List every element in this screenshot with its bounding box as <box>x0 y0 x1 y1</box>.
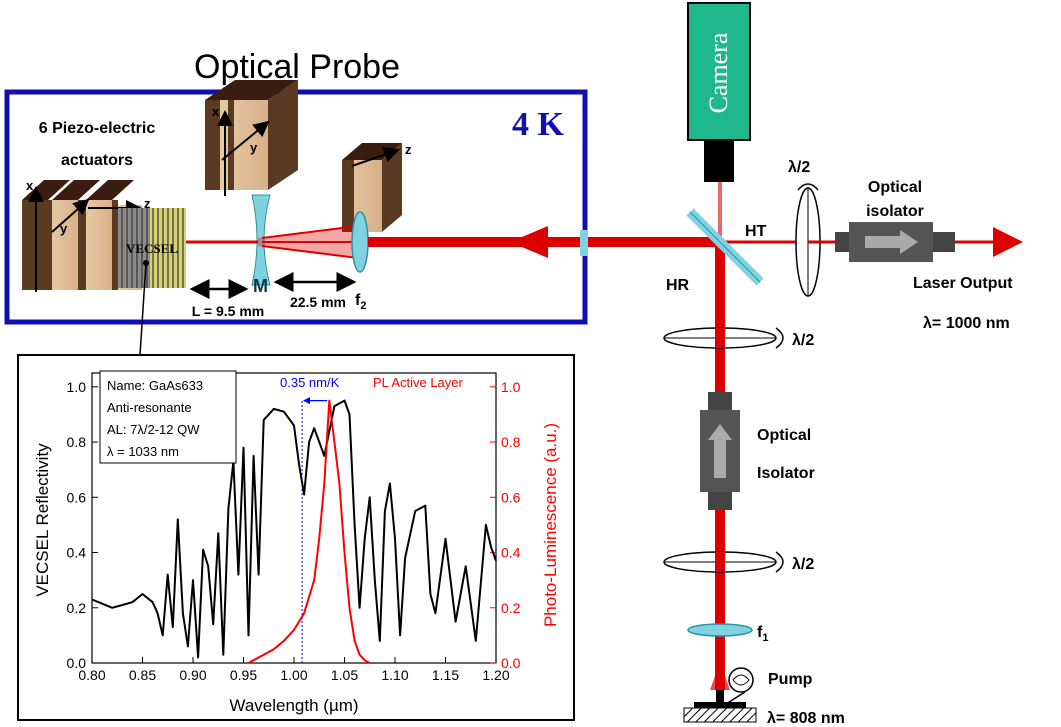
series-reflectivity <box>91 399 497 659</box>
piezo-label-line2: actuators <box>61 152 133 169</box>
probe-title: Optical Probe <box>194 48 400 86</box>
x-tick-label: 1.15 <box>432 667 459 683</box>
axis-y-top: y <box>250 140 258 155</box>
distance-22-label: 22.5 mm <box>290 294 346 310</box>
isolator-mid-label-2: Isolator <box>757 465 815 482</box>
laser-output-label: Laser Output <box>913 275 1013 292</box>
x-tick-label: 1.05 <box>331 667 358 683</box>
info-line-3: AL: 7λ/2-12 QW <box>107 422 200 437</box>
y-tick-label-left: 0.0 <box>67 655 87 671</box>
probe-window <box>580 230 588 256</box>
chart-ylabel-right: Photo-Luminescence (a.u.) <box>541 423 560 627</box>
half-wave-2-label: λ/2 <box>792 556 814 573</box>
hr-label: HR <box>666 277 690 294</box>
axis-z-left: z <box>144 196 151 211</box>
beam-splitter-edge <box>689 211 761 283</box>
distance-L-label: L = 9.5 mm <box>192 303 265 319</box>
y-tick-label-right: 1.0 <box>501 379 521 395</box>
y-tick-label-left: 0.2 <box>67 600 87 616</box>
f1-label: f1 <box>757 624 768 644</box>
info-line-1: Name: GaAs633 <box>107 378 203 393</box>
optical-isolator-top <box>835 222 955 262</box>
rotation-icon-top <box>797 183 819 191</box>
x-tick-label: 1.10 <box>381 667 408 683</box>
shift-annotation: 0.35 nm/K <box>280 375 340 390</box>
pump-source <box>683 662 757 723</box>
half-wave-top-label: λ/2 <box>788 159 810 176</box>
lambda-output-label: λ= 1000 nm <box>923 315 1010 332</box>
x-tick-label: 1.00 <box>280 667 307 683</box>
pl-annotation: PL Active Layer <box>373 375 464 390</box>
rotation-icon-2 <box>775 551 784 573</box>
axis-x-left: x <box>26 178 34 193</box>
vecsel-chip: VECSEL <box>118 208 186 356</box>
isolator-top-label-2: isolator <box>866 203 924 220</box>
axis-x-top: x <box>212 104 220 119</box>
mirror-label: M <box>253 276 268 296</box>
y-tick-label-right: 0.2 <box>501 600 521 616</box>
info-line-4: λ = 1033 nm <box>107 444 179 459</box>
camera-label: Camera <box>704 32 733 113</box>
info-line-2: Anti-resonante <box>107 400 192 415</box>
ht-label: HT <box>745 223 767 240</box>
rotation-icon-1 <box>775 327 784 349</box>
isolator-mid-label-1: Optical <box>757 427 811 444</box>
y-tick-label-right: 0.0 <box>501 655 521 671</box>
temperature-label: 4 K <box>512 106 565 143</box>
f2-label: f2 <box>355 292 366 312</box>
chart-ylabel-left: VECSEL Reflectivity <box>33 443 52 597</box>
piezo-block-mirror: x y <box>205 80 298 196</box>
x-tick-label: 0.80 <box>78 667 105 683</box>
piezo-label-line1: 6 Piezo-electric <box>39 120 156 137</box>
y-tick-label-right: 0.4 <box>501 545 521 561</box>
vecsel-label: VECSEL <box>126 241 178 256</box>
camera-body <box>687 2 751 141</box>
y-tick-label-left: 1.0 <box>67 379 87 395</box>
optical-isolator-mid <box>700 392 740 510</box>
y-tick-label-left: 0.4 <box>67 545 87 561</box>
x-tick-label: 0.85 <box>129 667 156 683</box>
y-tick-label-right: 0.8 <box>501 434 521 450</box>
y-tick-label-left: 0.6 <box>67 489 87 505</box>
x-tick-label: 0.95 <box>230 667 257 683</box>
series-photoluminescence <box>248 399 371 664</box>
x-tick-label: 0.90 <box>179 667 206 683</box>
isolator-top-label-1: Optical <box>868 179 922 196</box>
lambda-pump-label: λ= 808 nm <box>767 710 845 727</box>
half-wave-1-label: λ/2 <box>792 332 814 349</box>
lens-f1 <box>687 623 753 637</box>
chart-xlabel: Wavelength (µm) <box>229 696 358 715</box>
y-tick-label-right: 0.6 <box>501 489 521 505</box>
beam-direction-arrow <box>510 226 548 258</box>
piezo-block-f2: z <box>342 142 412 232</box>
lens-f2 <box>351 211 369 273</box>
mirror-m <box>251 194 271 286</box>
axis-z-right: z <box>405 142 412 157</box>
x-tick-label: 1.20 <box>482 667 509 683</box>
chart-info-box <box>99 370 237 464</box>
cavity-beam <box>186 225 360 259</box>
y-tick-label-left: 0.8 <box>67 434 87 450</box>
axis-y-left: y <box>60 221 68 236</box>
camera-lens <box>704 140 734 182</box>
pump-label: Pump <box>768 671 813 688</box>
